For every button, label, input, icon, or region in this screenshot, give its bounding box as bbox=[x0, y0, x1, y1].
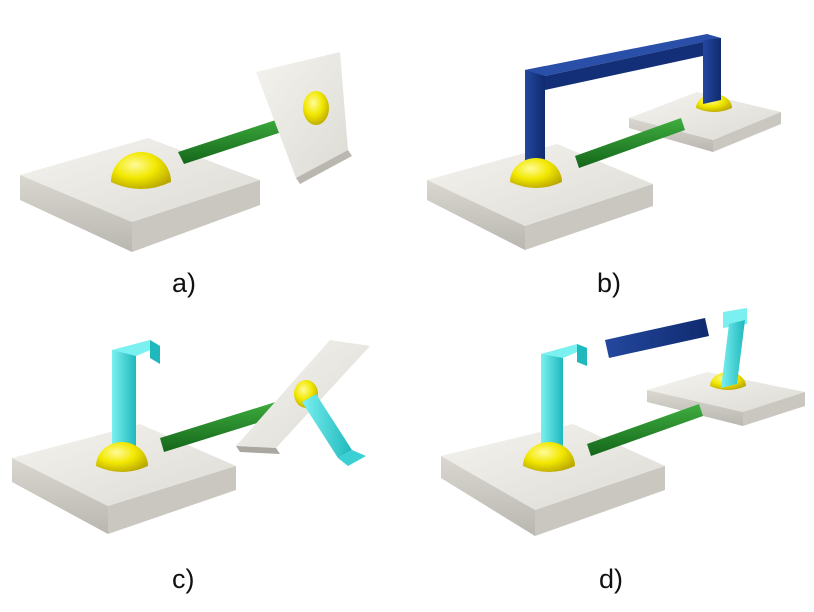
base-plate-front bbox=[535, 466, 665, 536]
cyan-arm-link bbox=[302, 394, 352, 458]
panel-c-illustration bbox=[12, 340, 370, 534]
cyan-arm-post bbox=[112, 346, 136, 458]
right-plate-top bbox=[629, 92, 781, 140]
blue-beam-top bbox=[525, 34, 721, 76]
tilted-plate-edge bbox=[296, 150, 352, 184]
green-link bbox=[178, 116, 294, 164]
right-plate-front bbox=[713, 112, 781, 152]
yellow-dome bbox=[510, 158, 562, 188]
green-link bbox=[587, 404, 703, 456]
yellow-dome bbox=[111, 152, 171, 189]
panel-b-illustration bbox=[427, 34, 781, 250]
panel-d-illustration bbox=[441, 308, 805, 536]
tilted-plate bbox=[256, 52, 348, 178]
panel-c: c) bbox=[0, 306, 407, 612]
panel-a-illustration bbox=[20, 52, 352, 252]
panel-label-b: b) bbox=[597, 268, 622, 298]
cyan-arm-tip bbox=[577, 344, 587, 366]
tilted-plate-edge bbox=[236, 446, 280, 454]
yellow-dome-small bbox=[303, 91, 329, 125]
panel-label-a: a) bbox=[172, 268, 197, 298]
panel-a: a) bbox=[0, 0, 407, 306]
base-plate-side bbox=[20, 175, 132, 252]
base-plate-side bbox=[427, 180, 525, 250]
green-link bbox=[575, 118, 685, 168]
base-plate-side bbox=[441, 456, 535, 536]
blue-post-right bbox=[703, 38, 721, 104]
cyan-arm-post bbox=[541, 350, 563, 460]
right-plate-top bbox=[647, 372, 805, 412]
base-plate-side bbox=[12, 458, 108, 534]
right-plate-front bbox=[743, 392, 805, 426]
green-link bbox=[160, 400, 286, 452]
blue-beam bbox=[605, 318, 709, 358]
base-plate-front bbox=[132, 180, 260, 252]
panel-label-d: d) bbox=[599, 564, 624, 594]
panel-d: d) bbox=[407, 306, 814, 612]
base-plate-front bbox=[108, 466, 236, 534]
panel-label-c: c) bbox=[172, 564, 195, 594]
cyan-arm-tip bbox=[150, 340, 160, 364]
base-plate-front bbox=[525, 184, 653, 250]
yellow-dome bbox=[523, 442, 575, 472]
blue-beam-front bbox=[545, 38, 721, 90]
cyan-arm-right-post bbox=[721, 320, 745, 388]
cyan-arm-top bbox=[541, 344, 587, 358]
blue-post-left bbox=[525, 66, 545, 174]
panel-b: b) bbox=[407, 0, 814, 306]
cyan-arm-top bbox=[112, 340, 160, 356]
yellow-dome bbox=[96, 442, 148, 472]
cyan-arm-end bbox=[338, 450, 366, 466]
